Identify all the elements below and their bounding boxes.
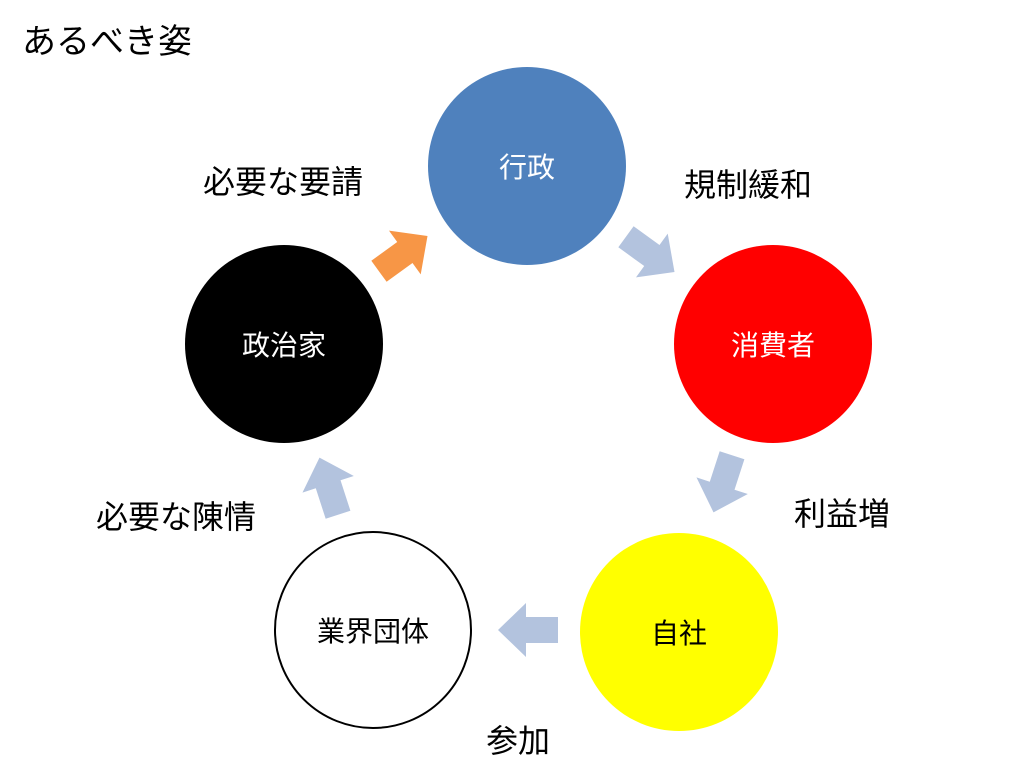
edge-label-hitsuyo-chinjo: 必要な陳情 — [96, 498, 257, 536]
node-shohisha-label: 消費者 — [730, 329, 815, 362]
node-gyokai: 業界団体 — [274, 531, 472, 729]
node-shohisha: 消費者 — [674, 245, 872, 443]
edge-label-hitsuyo-yosei: 必要な要請 — [203, 163, 364, 201]
node-gyosei: 行政 — [428, 67, 626, 265]
node-jisha-label: 自社 — [650, 617, 707, 650]
arrow-gyosei-to-shohisha — [618, 226, 675, 278]
edge-label-kisei-kanwa: 規制緩和 — [684, 166, 813, 204]
node-seijika-label: 政治家 — [241, 329, 326, 362]
arrow-gyokai-to-seijika — [302, 457, 354, 519]
edge-label-rieki-zo: 利益増 — [794, 495, 891, 533]
node-jisha: 自社 — [580, 533, 778, 731]
arrow-seijika-to-gyosei — [371, 230, 428, 282]
node-gyokai-label: 業界団体 — [316, 615, 429, 648]
arrow-jisha-to-gyokai — [498, 603, 558, 657]
node-seijika: 政治家 — [185, 245, 383, 443]
edge-label-sanka: 参加 — [486, 722, 551, 760]
node-gyosei-label: 行政 — [498, 151, 555, 184]
page-title: あるべき姿 — [22, 22, 192, 62]
arrow-shohisha-to-jisha — [696, 451, 748, 513]
